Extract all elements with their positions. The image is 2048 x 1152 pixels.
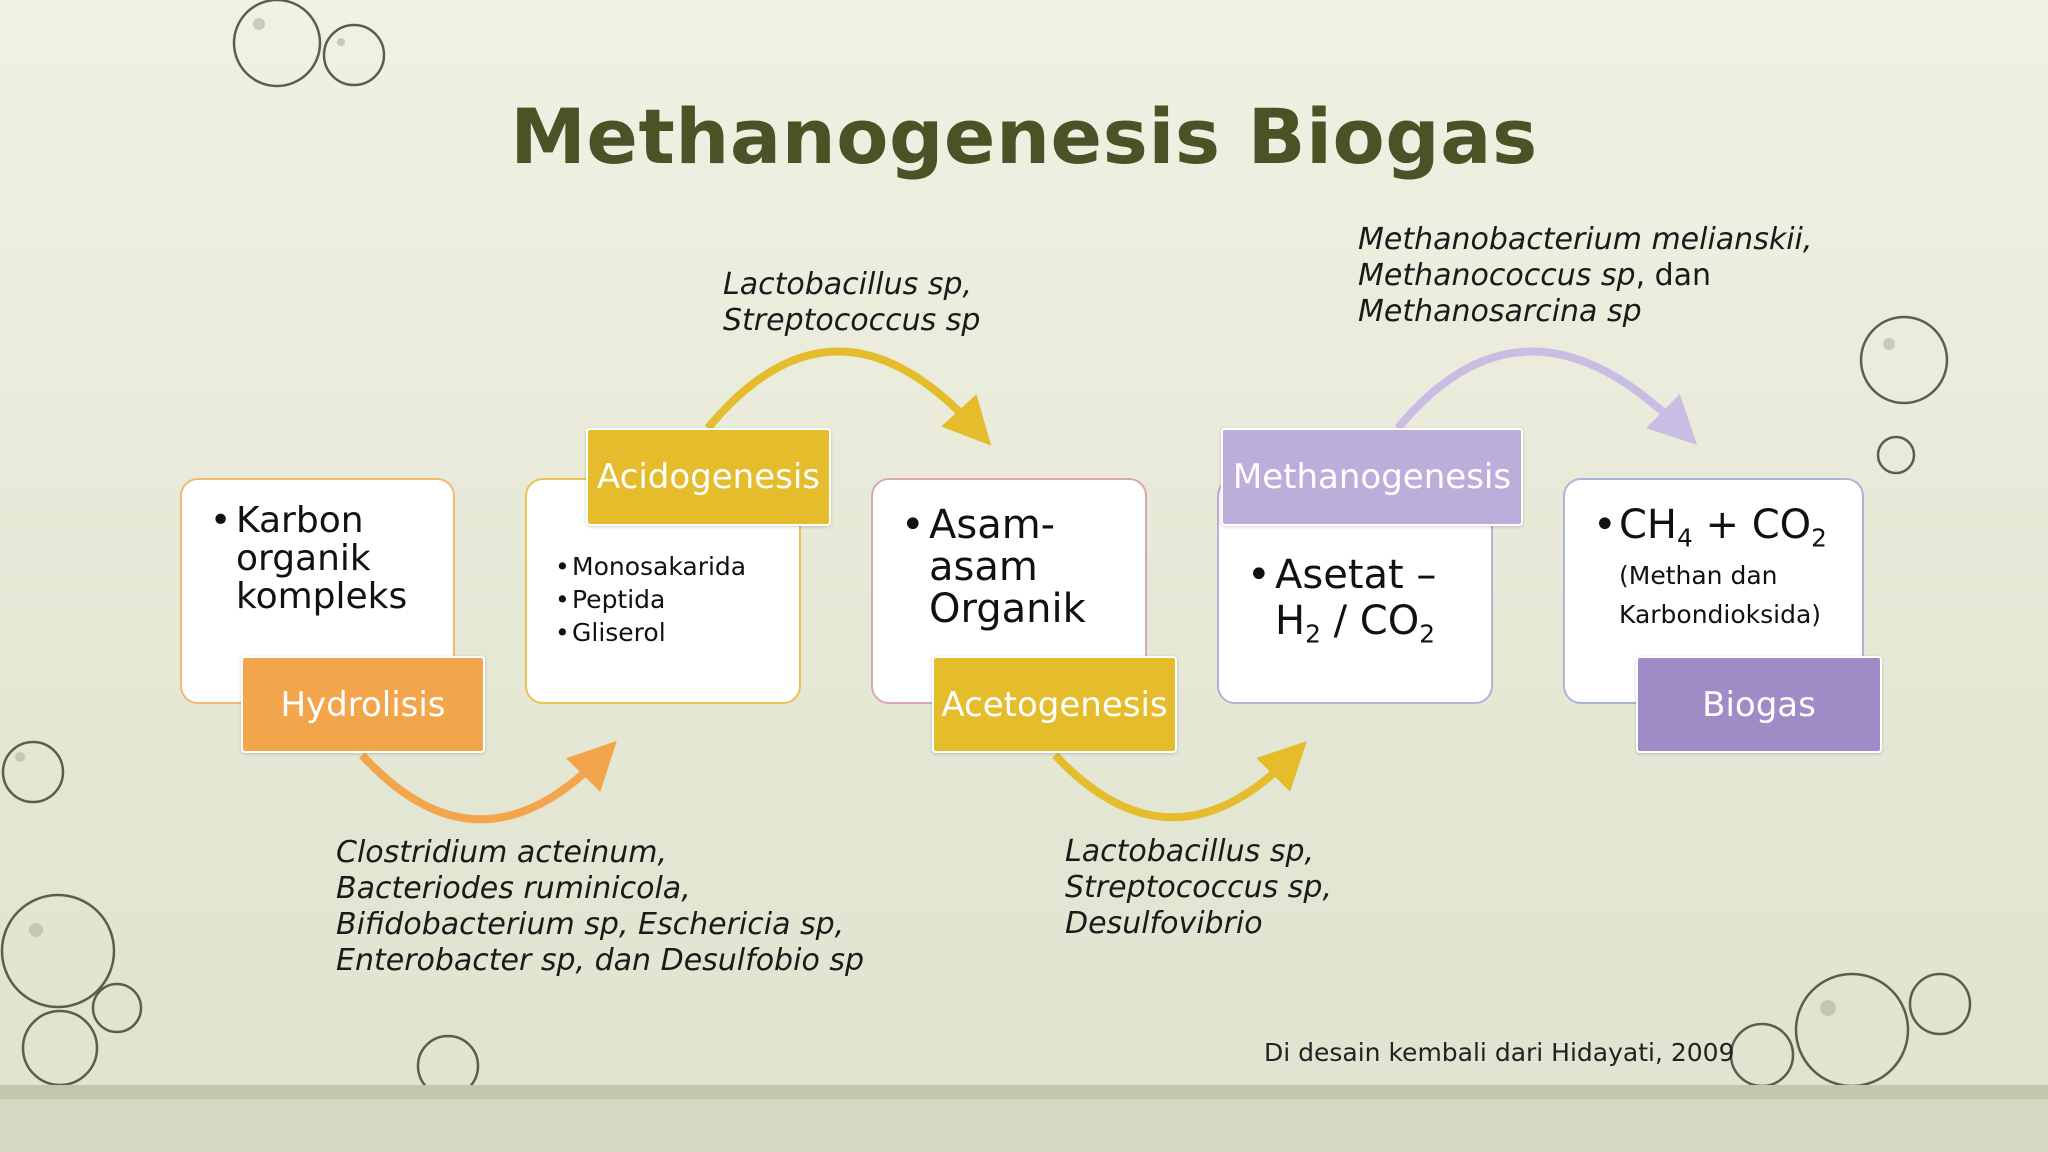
bacteria-line: Lactobacillus sp, (723, 267, 973, 302)
bacteria-line: Enterobacter sp, dan Desulfobio sp (336, 943, 865, 978)
desc-line: (Methan dan (1619, 561, 1778, 590)
bacteria-acetogenesis: Lactobacillus sp, Streptococcus sp, Desu… (1065, 834, 1332, 942)
bacteria-conjunction: , dan (1635, 258, 1712, 293)
bacteria-line: Streptococcus sp, (1065, 870, 1332, 905)
card-line: asam (929, 544, 1038, 590)
page-title: Methanogenesis Biogas (510, 92, 1538, 181)
bacteria-line: Methanococcus sp, dan (1358, 258, 1812, 294)
footer-bar (0, 1085, 2048, 1099)
card-line: Karbon (236, 500, 364, 541)
stage-label-acidogenesis: Acidogenesis (586, 428, 831, 526)
formula: + CO (1692, 502, 1812, 548)
stage-label-acetogenesis: Acetogenesis (932, 656, 1177, 753)
source-credit: Di desain kembali dari Hidayati, 2009 (1264, 1038, 1735, 1067)
bacteria-methanogenesis: Methanobacterium melianskii, Methanococc… (1358, 222, 1812, 330)
card-line: Organik (929, 586, 1086, 632)
card-list: Asam- asam Organik (901, 504, 1086, 630)
card-line: organik (236, 538, 371, 579)
bacteria-line: Bifidobacterium sp, Eschericia sp, (336, 907, 845, 942)
list-item: Asam- asam Organik (901, 504, 1086, 630)
bacteria-line: Bacteriodes ruminicola, (336, 871, 691, 906)
stage-label-biogas: Biogas (1636, 656, 1882, 753)
subscript: 2 (1305, 619, 1321, 649)
card-list: CH4 + CO2 (1593, 502, 1827, 562)
list-item: Asetat – H2 / CO2 (1247, 552, 1436, 658)
list-item: Karbon organik kompleks (210, 502, 407, 616)
list-item: Monosakarida (555, 550, 746, 583)
card-list: Karbon organik kompleks (210, 502, 407, 616)
list-item: CH4 + CO2 (1593, 502, 1827, 562)
card-list: Monosakarida Peptida Gliserol (555, 550, 746, 649)
bacteria-line: Methanobacterium melianskii, (1358, 222, 1813, 257)
list-item: Peptida (555, 583, 746, 616)
list-item: Gliserol (555, 616, 746, 649)
card-line: H (1275, 598, 1306, 644)
bacteria-hydrolisis: Clostridium acteinum, Bacteriodes rumini… (336, 835, 864, 979)
card-line: kompleks (236, 576, 408, 617)
biogas-description: (Methan dan Karbondioksida) (1619, 556, 1821, 634)
arrow-acetogenesis-to-methanogenesis (1052, 741, 1307, 822)
desc-line: Karbondioksida) (1619, 600, 1822, 629)
bacteria-line: Clostridium acteinum, (336, 835, 668, 870)
bacteria-acidogenesis: Lactobacillus sp, Streptococcus sp (723, 267, 980, 339)
subscript: 2 (1419, 619, 1435, 649)
bacteria-line: Streptococcus sp (723, 303, 981, 338)
arrow-methanogenesis-to-biogas (1394, 347, 1698, 445)
subscript: 2 (1811, 523, 1827, 553)
formula: CH (1619, 502, 1678, 548)
bacteria-line: Desulfovibrio (1065, 906, 1263, 941)
bacteria-line: Lactobacillus sp, (1065, 834, 1315, 869)
arrow-hydrolisis-to-acidogenesis (359, 740, 617, 824)
stage-label-hydrolisis: Hydrolisis (241, 656, 485, 753)
card-line: Asetat – (1275, 552, 1437, 598)
arrow-acidogenesis-to-acetogenesis (704, 347, 992, 446)
bacteria-line: Methanosarcina sp (1358, 294, 1642, 329)
card-line: Asam- (929, 502, 1056, 548)
bacteria-name: Methanococcus sp (1358, 258, 1636, 293)
subscript: 4 (1677, 523, 1693, 553)
card-line: / CO (1320, 598, 1420, 644)
footer-band (0, 1099, 2048, 1152)
card-list: Asetat – H2 / CO2 (1247, 552, 1436, 658)
stage-label-methanogenesis: Methanogenesis (1221, 428, 1523, 526)
